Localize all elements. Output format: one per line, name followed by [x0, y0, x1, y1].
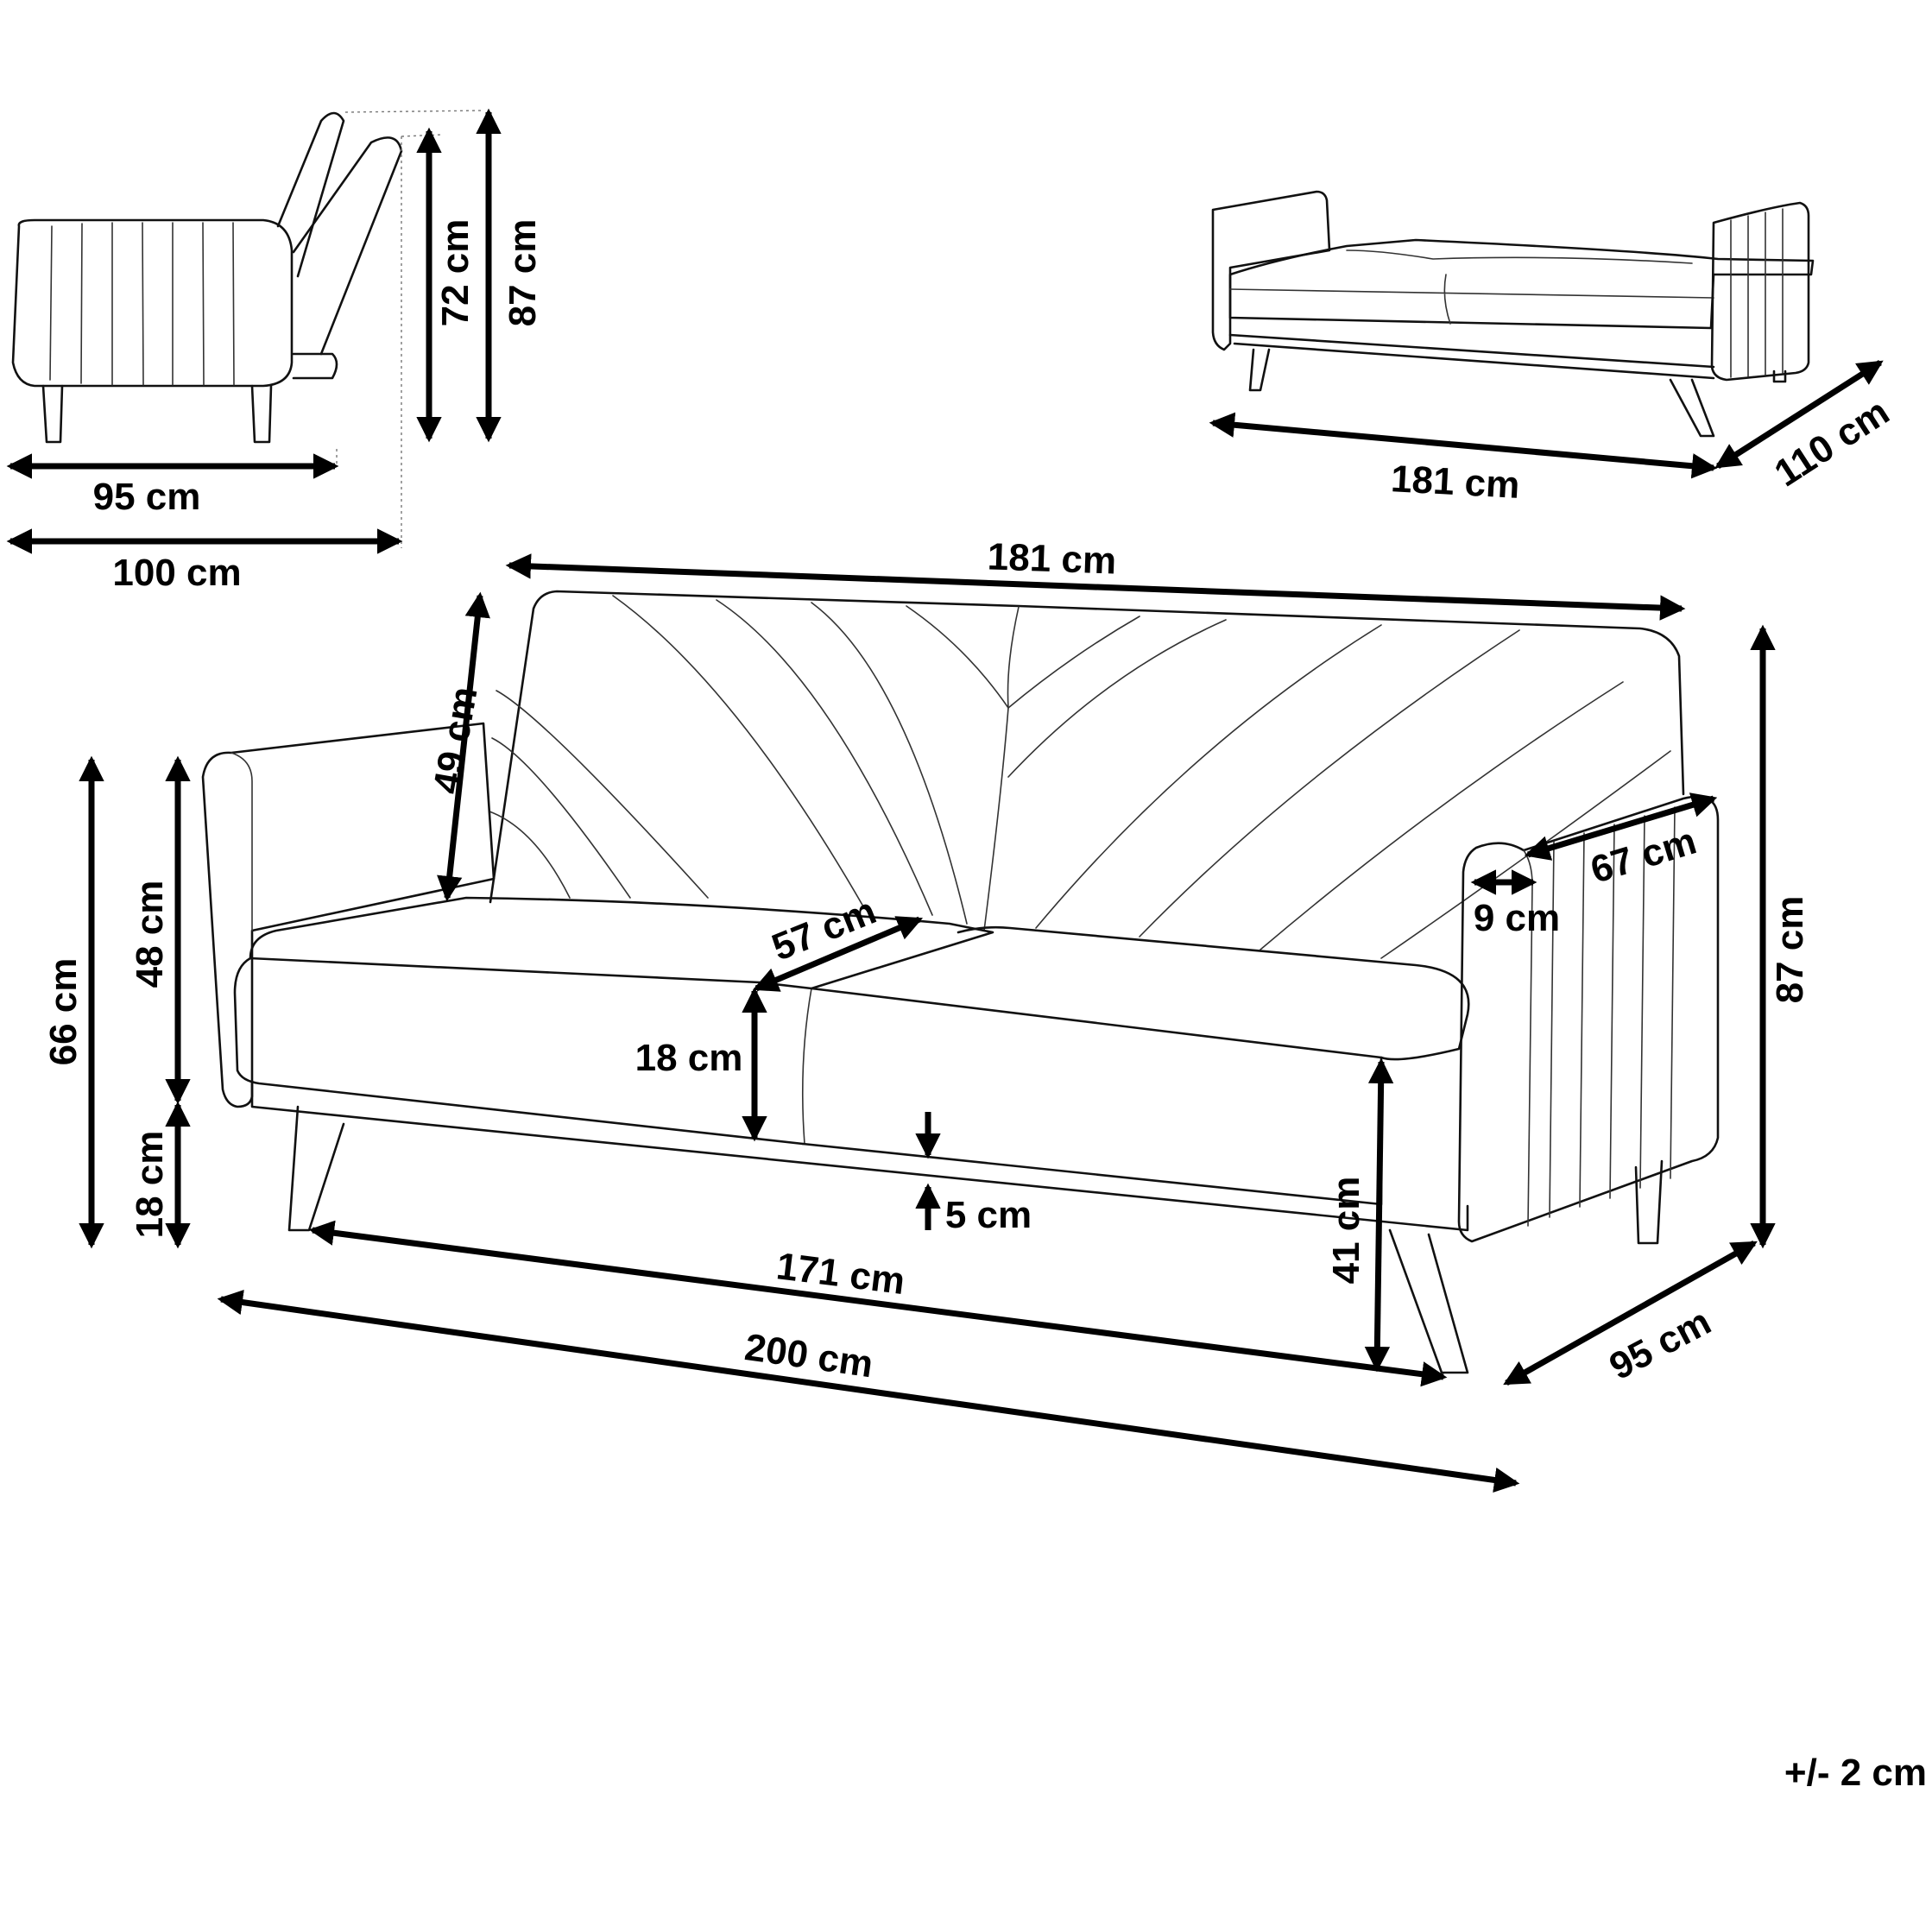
- front-back-height-arrow: [437, 591, 490, 902]
- front-gap-label: 5 cm: [945, 1194, 1032, 1236]
- front-arm-depth-arrow: [1524, 792, 1718, 861]
- front-cushion-thickness-label: 18 cm: [635, 1037, 743, 1079]
- bed-width-label: 181 cm: [1390, 458, 1521, 507]
- sofa-front-drawing: [201, 590, 1720, 1374]
- front-leg-height-label: 18 cm: [129, 1131, 171, 1239]
- tolerance-note: +/- 2 cm: [1784, 1752, 1927, 1794]
- front-overall-depth-label: 95 cm: [1603, 1300, 1718, 1388]
- front-back-width-label: 181 cm: [987, 535, 1117, 582]
- side-view-drawing: [11, 110, 484, 548]
- side-depth-label: 95 cm: [93, 476, 201, 518]
- bed-view-drawing: [1211, 190, 1815, 438]
- front-seat-depth-arrow: [752, 916, 924, 992]
- front-seat-height-label: 41 cm: [1325, 1177, 1367, 1285]
- front-overall-width-arrow: [217, 1289, 1520, 1493]
- bed-depth-label: 110 cm: [1767, 390, 1897, 495]
- bed-width-arrow: [1209, 412, 1718, 479]
- bed-depth-arrow: [1714, 360, 1884, 469]
- side-total-height-label: 87 cm: [502, 219, 544, 327]
- front-back-width-arrow: [505, 553, 1686, 621]
- front-overall-depth-arrow: [1503, 1240, 1758, 1386]
- front-inner-width-arrow: [308, 1220, 1448, 1387]
- front-back-height-label: 49 cm: [426, 684, 486, 797]
- side-reclined-depth-label: 100 cm: [112, 552, 241, 594]
- front-seat-height-arrow: [1364, 1058, 1394, 1373]
- front-armrest-height-label: 66 cm: [42, 958, 85, 1066]
- side-seat-to-top-label: 72 cm: [434, 219, 477, 327]
- front-arm-upper-label: 48 cm: [129, 881, 171, 988]
- front-total-height-label: 87 cm: [1769, 896, 1811, 1004]
- front-arm-width-label: 9 cm: [1474, 897, 1560, 939]
